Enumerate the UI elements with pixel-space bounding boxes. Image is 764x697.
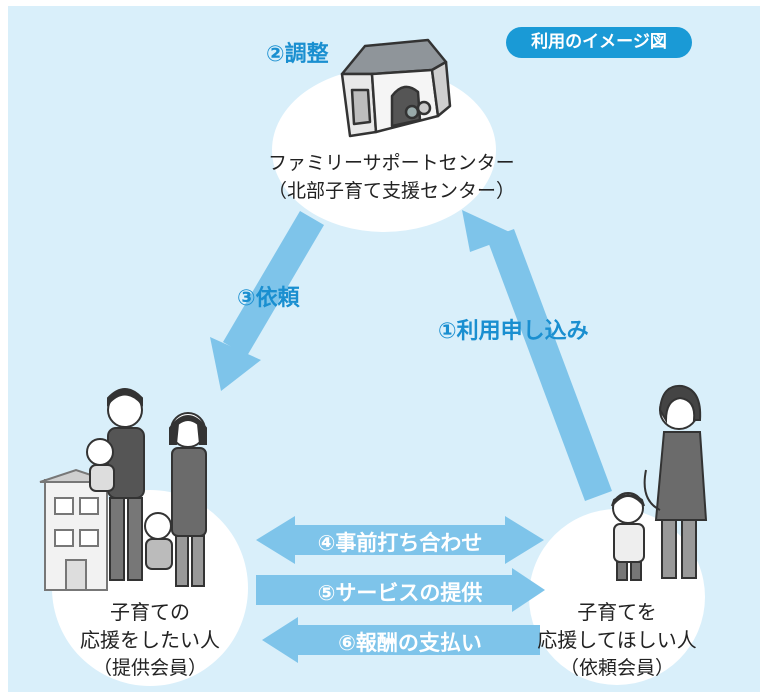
meeting-arrow xyxy=(256,516,544,564)
payment-label: ⑥報酬の支払い xyxy=(338,631,482,655)
apply-arrow xyxy=(462,210,612,501)
payment-arrow xyxy=(262,617,540,663)
center-sub: （北部子育て支援センター） xyxy=(268,180,516,202)
requester-label: 子育てを 応援してほしい人 （依頼会員） xyxy=(527,598,707,682)
requester-line1: 子育てを xyxy=(577,600,657,624)
provider-line3: （提供会員） xyxy=(92,657,207,679)
requester-line3: （依頼会員） xyxy=(559,657,674,679)
diagram-title-badge: 利用のイメージ図 xyxy=(506,27,692,58)
service-arrow xyxy=(256,568,545,612)
step-request-label: ③依頼 xyxy=(237,286,300,311)
step-adjust-label: ②調整 xyxy=(266,42,329,67)
provider-line2: 応援をしたい人 xyxy=(80,628,220,652)
requester-line2: 応援してほしい人 xyxy=(537,628,697,652)
provider-label: 子育ての 応援をしたい人 （提供会員） xyxy=(60,598,240,682)
service-label: ⑤サービスの提供 xyxy=(317,581,483,605)
request-arrow xyxy=(210,211,324,391)
provider-family-icon xyxy=(86,388,207,587)
provider-line1: 子育ての xyxy=(110,600,190,624)
step-apply-label: ①利用申し込み xyxy=(438,319,589,344)
requester-family-icon xyxy=(611,384,708,581)
center-name: ファミリーサポートセンター xyxy=(268,152,515,174)
meeting-label: ④事前打ち合わせ xyxy=(317,531,483,555)
house-icon xyxy=(340,38,452,138)
